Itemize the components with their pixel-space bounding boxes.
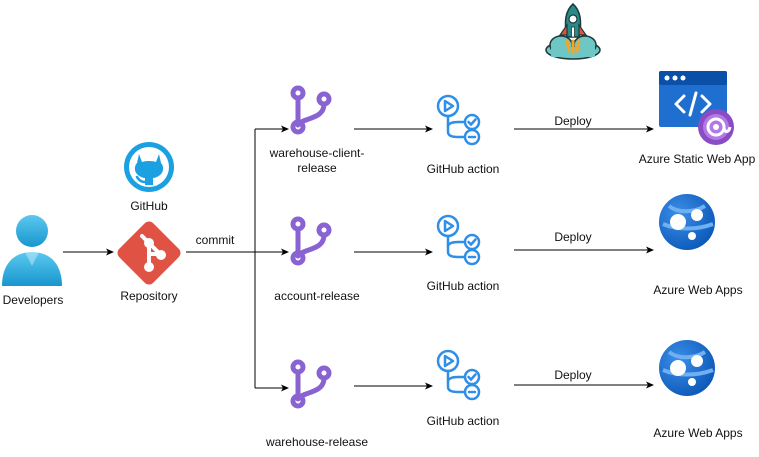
git-icon — [117, 221, 181, 285]
github-actions-icon — [436, 349, 481, 401]
git-branch-icon — [290, 85, 332, 135]
git-branch-icon — [290, 359, 332, 409]
github-actions-icon — [436, 214, 481, 266]
connectors — [63, 125, 654, 392]
github-label: GitHub — [130, 199, 168, 213]
azure-web-apps-icon — [659, 340, 715, 396]
branch-client-label: warehouse-client-release — [269, 146, 365, 175]
developers-label: Developers — [2, 293, 64, 307]
action-3-label: GitHub action — [426, 414, 500, 428]
target-web-2-label: Azure Web Apps — [653, 426, 743, 440]
deploy-3-edge-label: Deploy — [554, 368, 592, 382]
rocket-launch-icon — [545, 3, 601, 60]
github-octocat-icon — [124, 142, 174, 192]
deploy-1-edge-label: Deploy — [554, 114, 592, 128]
target-static-label: Azure Static Web App — [638, 152, 756, 166]
github-actions-icon — [436, 94, 481, 146]
branch-account-label: account-release — [274, 289, 360, 303]
git-branch-icon — [290, 216, 332, 266]
azure-web-apps-icon — [659, 194, 715, 250]
action-1-label: GitHub action — [426, 162, 500, 176]
commit-edge-label: commit — [195, 233, 235, 247]
action-2-label: GitHub action — [426, 279, 500, 293]
user-icon — [2, 215, 62, 286]
deploy-2-edge-label: Deploy — [554, 230, 592, 244]
azure-static-web-app-icon — [659, 71, 734, 145]
repository-label: Repository — [120, 289, 178, 303]
branch-warehouse-label: warehouse-release — [265, 435, 369, 449]
target-web-1-label: Azure Web Apps — [653, 283, 743, 297]
